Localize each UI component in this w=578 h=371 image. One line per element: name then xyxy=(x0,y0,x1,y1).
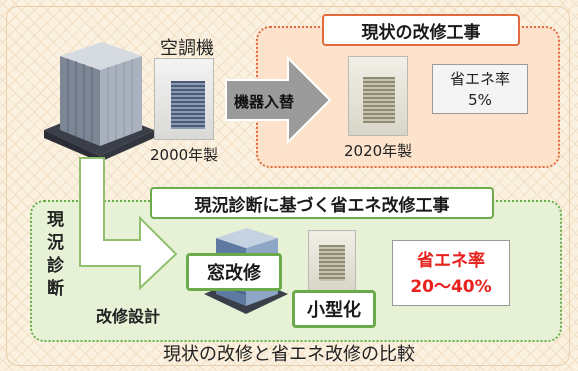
diagnosis-renovation-title: 現況診断に基づく省エネ改修工事 xyxy=(150,187,494,219)
figure-frame xyxy=(6,6,570,366)
diagnosis-vertical-label: 現況診断 xyxy=(43,210,63,302)
aircon-label: 空調機 xyxy=(160,38,214,59)
figure-caption: 現状の改修と省エネ改修の比較 xyxy=(163,344,415,365)
air-conditioner-icon xyxy=(348,56,408,136)
design-label: 改修設計 xyxy=(96,307,161,326)
rate-value: 5% xyxy=(468,91,492,109)
window-renovation-label: 窓改修 xyxy=(186,253,282,291)
rate-label: 省エネ率 xyxy=(417,251,485,271)
replace-label: 機器入替 xyxy=(234,93,295,111)
air-conditioner-icon xyxy=(154,58,214,140)
year-new-label: 2020年製 xyxy=(344,142,413,160)
energy-saving-rate-diagnosis: 省エネ率 20〜40% xyxy=(392,240,510,306)
office-building-icon xyxy=(44,42,154,162)
rate-value: 20〜40% xyxy=(410,277,492,297)
design-arrow-icon xyxy=(79,157,178,291)
energy-saving-rate-current: 省エネ率 5% xyxy=(432,64,528,114)
downsize-label: 小型化 xyxy=(292,290,376,328)
current-renovation-title: 現状の改修工事 xyxy=(322,14,520,46)
year-old-label: 2000年製 xyxy=(150,146,219,164)
air-conditioner-icon xyxy=(308,230,356,292)
replace-arrow-icon xyxy=(225,55,332,145)
rate-label: 省エネ率 xyxy=(449,70,510,88)
